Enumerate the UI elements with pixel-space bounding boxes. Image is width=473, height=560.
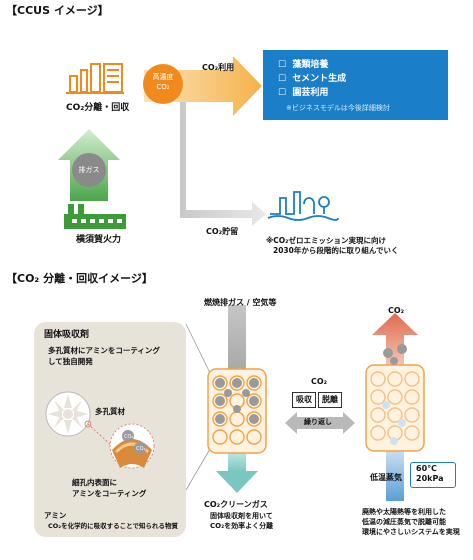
repeat-label: 繰り返し <box>304 418 332 426</box>
checkbox-icon: ☐ <box>278 88 293 98</box>
use-item-3: ☐ 園芸利用 <box>278 88 329 98</box>
temp-box <box>410 462 456 488</box>
porous-label: 多孔質材 <box>95 407 125 416</box>
checkbox-icon: ☐ <box>278 60 293 70</box>
storage-note-2: 2030年から段階的に取り組んでいく <box>273 246 399 255</box>
absorb-column <box>207 305 267 493</box>
co2-top-label: CO₂ <box>388 306 405 315</box>
uses-box <box>263 50 448 120</box>
storage-label: CO₂貯留 <box>206 227 239 236</box>
storage-icon <box>267 191 339 221</box>
ccus-title: 【CCUS イメージ】 <box>6 4 109 17</box>
storage-note-1: ※CO₂ゼロエミッション実現に向け <box>266 236 386 245</box>
use-item-1: ☐ 藻類培養 <box>278 60 329 70</box>
amine-desc: CO₂を化学的に吸収することで知られる物質 <box>48 522 178 530</box>
storage-arrow <box>180 102 266 226</box>
plant-icon <box>64 204 126 229</box>
repeat-arrow <box>285 412 355 434</box>
exhaust-circle <box>72 153 106 187</box>
absorbent-title: 固体吸収剤 <box>44 330 90 340</box>
temp-line1: 60℃ <box>416 464 437 473</box>
high-conc-line1: 高濃度 <box>152 73 174 81</box>
use-label: CO₂利用 <box>202 63 235 72</box>
capture-connectors <box>185 323 211 491</box>
temp-line2: 20kPa <box>416 474 444 483</box>
waste-desc-1: 廃熱や太陽熱等を利用した <box>362 508 446 516</box>
capture-label: CO₂分離・回収 <box>66 103 130 113</box>
checkbox-icon: ☐ <box>278 74 293 84</box>
desorb-column <box>365 313 425 501</box>
absorbent-desc-2: して独自開発 <box>48 357 93 366</box>
waste-desc-3: 環境にやさしいシステムを実現 <box>362 528 460 536</box>
clean-label: CO₂クリーンガス <box>204 500 268 509</box>
flue-label: 燃焼排ガス / 空気等 <box>204 298 277 307</box>
pore-label-2: アミンをコーティング <box>72 489 147 498</box>
porous-material-illustration <box>45 391 155 469</box>
co2-token-a: CO₂ <box>124 434 134 440</box>
plant-label: 横須賀火力 <box>76 235 122 245</box>
waste-desc-2: 低温の減圧蒸気で脱離可能 <box>362 518 446 526</box>
absorbent-desc-1: 多孔質材にアミンをコーティング <box>48 346 160 355</box>
use-item-2: ☐ セメント生成 <box>278 74 347 84</box>
co2-mid-label: CO₂ <box>311 377 328 386</box>
co2-token-b: CO₂ <box>136 446 146 452</box>
amine-title: アミン <box>44 511 67 520</box>
uses-list: ☐ 藻類培養 ☐ セメント生成 ☐ 園芸利用 <box>278 58 346 100</box>
desorb-label: 脱離 <box>318 392 342 408</box>
pore-label-1: 細孔内表面に <box>72 478 117 487</box>
clean-desc-2: CO₂を効率よく分離 <box>210 522 274 530</box>
uses-note: ※ビジネスモデルは今後詳細検討 <box>286 104 390 112</box>
clean-desc-1: 固体吸収剤を用いて <box>210 512 273 520</box>
high-conc-circle <box>143 64 183 104</box>
absorb-label: 吸収 <box>292 392 316 408</box>
capture-title: 【CO₂ 分離・回収イメージ】 <box>6 272 153 285</box>
steam-label: 低温蒸気 <box>370 473 402 482</box>
capture-icon <box>66 63 124 94</box>
exhaust-label: 排ガス <box>78 166 100 174</box>
high-conc-line2: CO₂ <box>156 83 170 91</box>
